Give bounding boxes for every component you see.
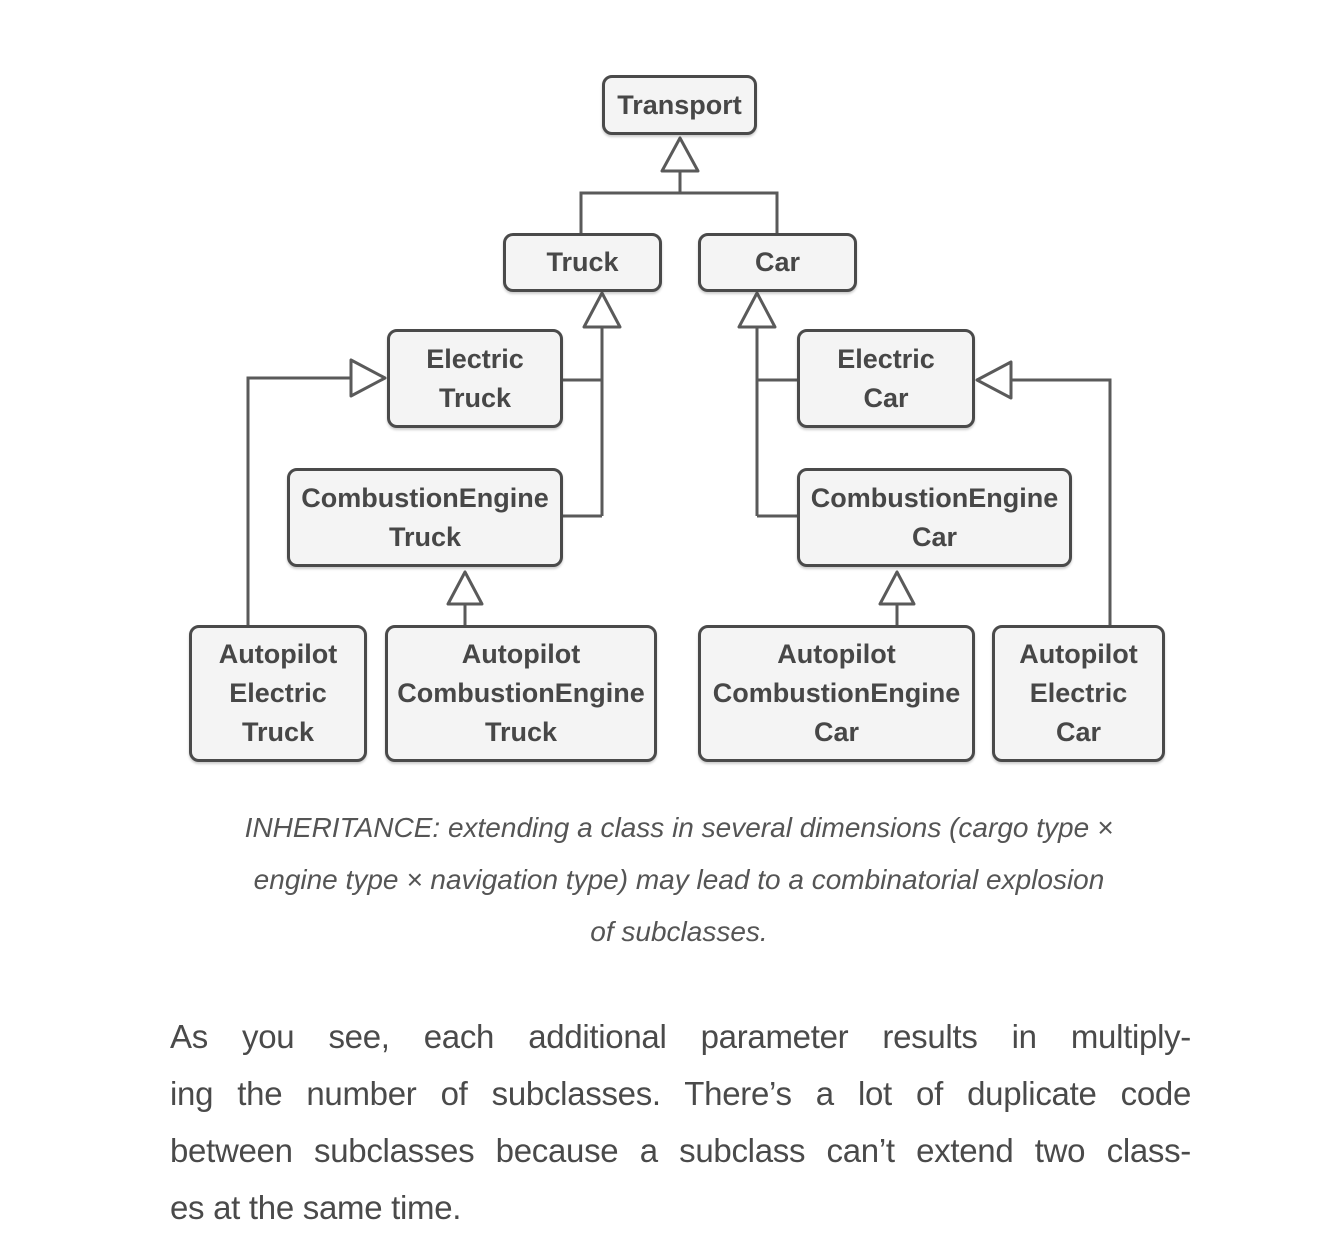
class-box-combustion-engine-truck: CombustionEngine Truck (287, 468, 563, 567)
connector-lines (246, 170, 1112, 625)
inheritance-arrow-icon-electric-truck (349, 358, 387, 398)
line-autopilot-electric-car (1011, 378, 1112, 625)
line-truck-children (563, 327, 604, 518)
inheritance-arrow-icon-truck (582, 291, 622, 329)
class-box-truck: Truck (503, 233, 662, 292)
figure-caption: INHERITANCE: extending a class in severa… (244, 812, 1114, 947)
connector-layer (246, 136, 1112, 625)
inheritance-arrow-icon-combustion-truck (446, 570, 484, 606)
inheritance-arrow-icon-electric-car (975, 360, 1013, 400)
inheritance-arrow-icon-car (737, 291, 777, 329)
class-box-autopilot-combustion-engine-truck: Autopilot CombustionEngine Truck (385, 625, 657, 762)
class-box-car: Car (698, 233, 857, 292)
class-box-transport: Transport (602, 75, 757, 135)
line-car-children (755, 327, 797, 518)
inheritance-arrow-icon-combustion-car (878, 570, 916, 606)
line-autopilot-electric-truck (246, 376, 353, 625)
inheritance-arrows (349, 136, 1013, 606)
paragraph-line: between subclasses because a subclass ca… (170, 1132, 1191, 1169)
class-box-autopilot-combustion-engine-car: Autopilot CombustionEngine Car (698, 625, 975, 762)
class-box-electric-car: Electric Car (797, 329, 975, 428)
class-box-electric-truck: Electric Truck (387, 329, 563, 428)
inheritance-arrow-icon-transport (660, 136, 700, 173)
body-paragraph: As you see, each additional parameter re… (170, 1008, 1191, 1236)
paragraph-line: As you see, each additional parameter re… (170, 1018, 1191, 1055)
paragraph-line: ing the number of subclasses. There’s a … (170, 1075, 1191, 1112)
class-box-autopilot-electric-car: Autopilot Electric Car (992, 625, 1165, 762)
line-transport-split (579, 170, 779, 233)
class-box-combustion-engine-car: CombustionEngine Car (797, 468, 1072, 567)
class-box-autopilot-electric-truck: Autopilot Electric Truck (189, 625, 367, 762)
uml-inheritance-diagram: Transport Truck Car Electric Truck Combu… (189, 75, 1165, 762)
paragraph-line: es at the same time. (170, 1189, 462, 1226)
